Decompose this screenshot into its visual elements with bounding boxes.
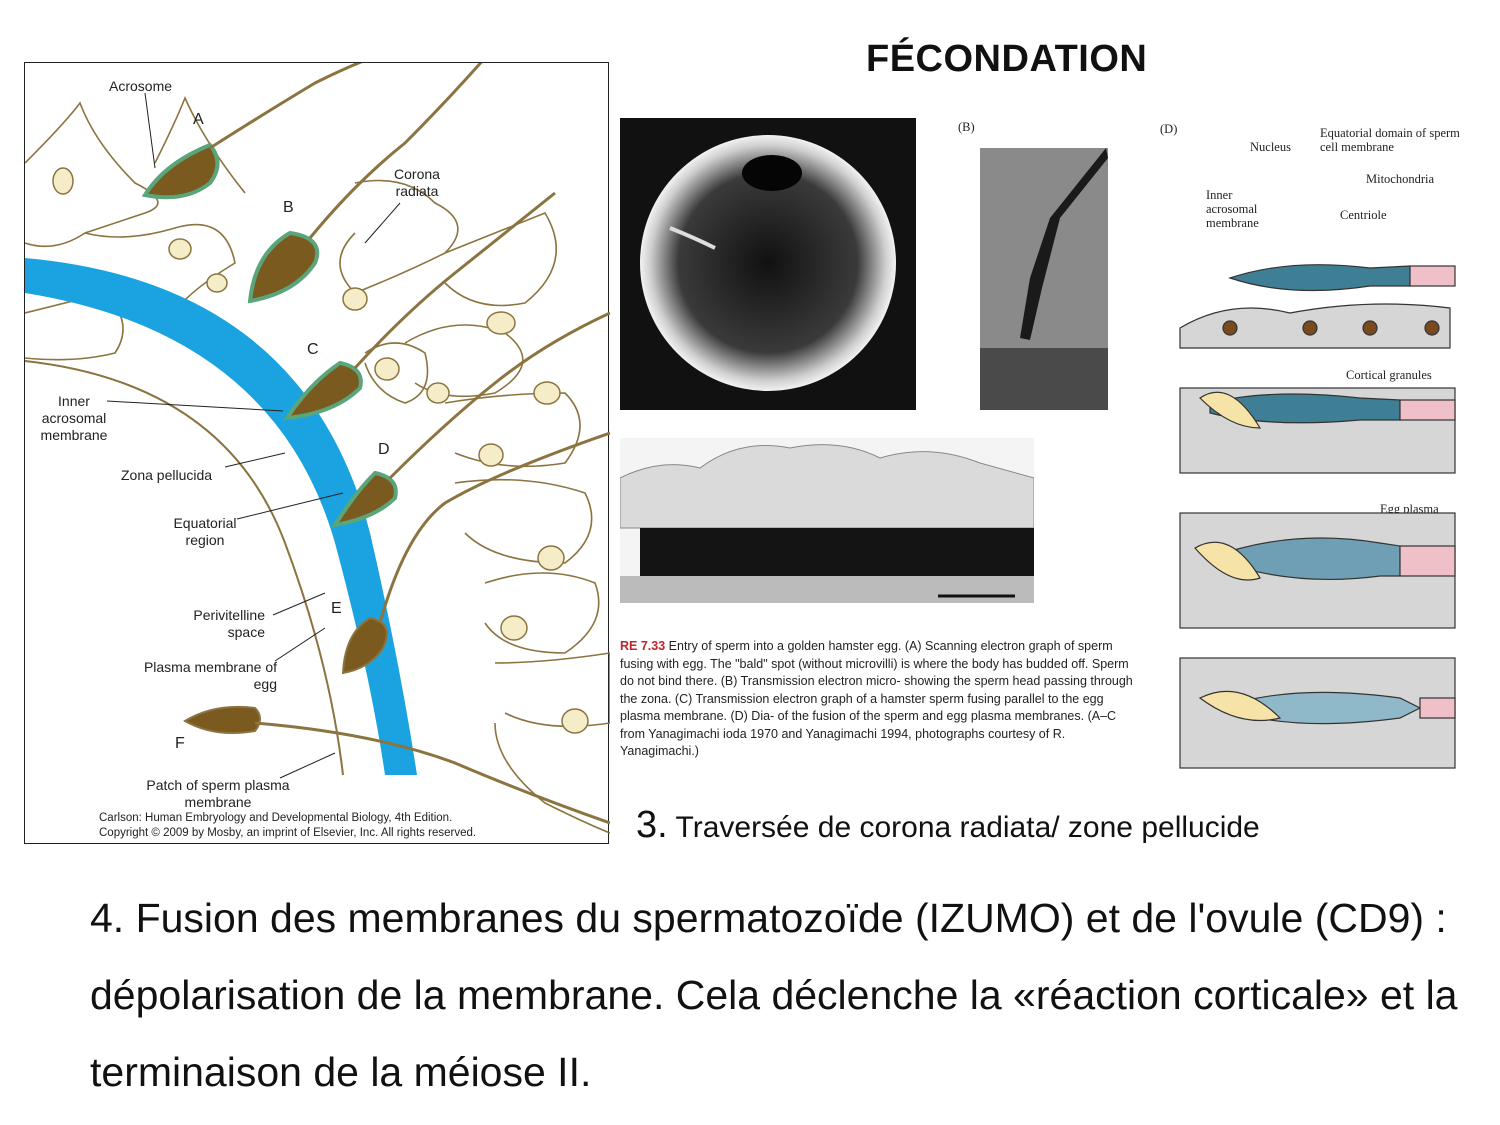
- d-stage-3: [1179, 512, 1456, 629]
- sperm-heads-late: [183, 616, 388, 734]
- label-b: B: [283, 199, 294, 216]
- label-equatorial-domain: Equatorial domain of sperm cell membrane: [1320, 126, 1460, 154]
- label-inner-acrosomal-d: Inner acrosomal membrane: [1206, 188, 1259, 230]
- cell-nuclei: [52, 167, 589, 734]
- step-4-text: 4. Fusion des membranes du spermatozoïde…: [90, 895, 1458, 1095]
- sperm-heads: [141, 142, 398, 528]
- caption-text: Entry of sperm into a golden hamster egg…: [620, 639, 1133, 758]
- label-centriole: Centriole: [1340, 208, 1387, 222]
- credit-line-2: Copyright © 2009 by Mosby, an imprint of…: [99, 827, 477, 839]
- label-perivitelline-space: Perivitelline space: [193, 607, 265, 640]
- label-panel-b: (B): [958, 120, 975, 134]
- d-stage-2: [1179, 387, 1456, 474]
- fertilization-diagram: Acrosome A B C D E F Corona radiata Inne…: [24, 62, 610, 844]
- figure-credit: Carlson: Human Embryology and Developmen…: [99, 811, 476, 841]
- label-patch-sperm-membrane: Patch of sperm plasma membrane: [146, 777, 290, 810]
- label-a: A: [193, 111, 204, 128]
- diagram-d-membrane-fusion: [1179, 264, 1456, 769]
- label-d: D: [378, 441, 390, 458]
- label-f: F: [175, 735, 185, 752]
- corona-cells: [25, 95, 610, 834]
- label-plasma-membrane-egg: Plasma membrane of egg: [143, 659, 277, 692]
- label-acrosome: Acrosome: [109, 78, 173, 94]
- photo-c-sperm-fusion-tem: [620, 438, 1034, 603]
- label-e: E: [331, 600, 342, 617]
- diagram-drawing: [25, 63, 610, 834]
- caption-figure-number: RE 7.33: [620, 639, 666, 653]
- photo-b-sperm-zona-tem: [980, 148, 1108, 410]
- step-3-number: 3.: [636, 804, 668, 846]
- figure-caption: RE 7.33 Entry of sperm into a golden ham…: [620, 638, 1140, 761]
- sperm-tails: [209, 63, 610, 825]
- d-stage-4: [1179, 657, 1456, 769]
- label-panel-d: (D): [1160, 122, 1178, 136]
- textbook-figure: (B) RE 7.33 Entry of sperm into a golden…: [620, 118, 1470, 778]
- credit-line-1: Carlson: Human Embryology and Developmen…: [99, 812, 453, 824]
- step-3-text: 3. Traversée de corona radiata/ zone pel…: [636, 804, 1260, 847]
- label-pointers: [106, 92, 401, 779]
- step-3-description: Traversée de corona radiata/ zone pelluc…: [675, 811, 1260, 844]
- photo-a-egg-sem: [620, 118, 916, 410]
- label-cortical-granules: Cortical granules: [1346, 368, 1432, 382]
- label-corona-radiata: Corona radiata: [394, 166, 440, 199]
- label-nucleus: Nucleus: [1250, 140, 1291, 154]
- label-inner-acrosomal: Inner acrosomal membrane: [40, 393, 108, 443]
- slide-title: FÉCONDATION: [866, 38, 1148, 80]
- label-mitochondria: Mitochondria: [1366, 172, 1435, 186]
- d-stage-1: [1179, 264, 1456, 349]
- label-equatorial-region: Equatorial region: [173, 515, 237, 548]
- label-c: C: [307, 341, 319, 358]
- egg-plasma-membrane-line: [25, 360, 344, 776]
- label-zona-pellucida: Zona pellucida: [121, 467, 213, 483]
